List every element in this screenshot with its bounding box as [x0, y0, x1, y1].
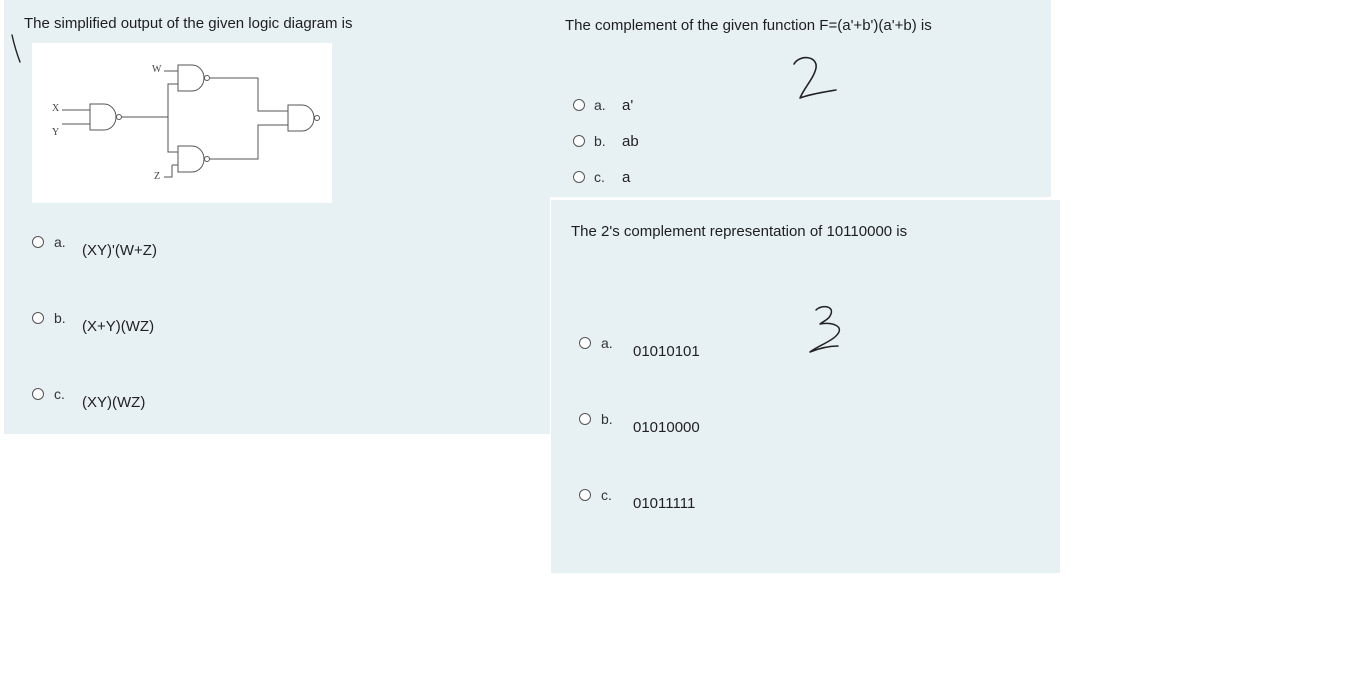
- nand-gate-z: [177, 145, 205, 173]
- q1-option-b-text[interactable]: (X+Y)(WZ): [82, 318, 155, 335]
- nand-gate-output-bubble: [314, 115, 320, 121]
- q1-option-a-text[interactable]: (XY)'(W+Z): [82, 242, 157, 259]
- question-1-text: The simplified output of the given logic…: [24, 15, 353, 32]
- input-label-w: W: [152, 64, 162, 75]
- nand-gate-xy-bubble: [116, 114, 122, 120]
- nand-gate-xy: [89, 103, 117, 131]
- q3-option-b-text[interactable]: 01010000: [633, 419, 700, 436]
- q2-option-c-letter: c.: [594, 169, 605, 185]
- nand-gate-output: [287, 104, 315, 132]
- handwritten-mark-2: [793, 56, 837, 99]
- q1-option-c-letter: c.: [54, 386, 65, 402]
- question-3-panel: [551, 199, 1060, 573]
- q2-option-b-text[interactable]: ab: [622, 133, 639, 150]
- q3-option-b-letter: b.: [601, 411, 613, 427]
- logic-diagram: W X Y Z: [32, 43, 332, 203]
- q2-option-c-text[interactable]: a: [622, 169, 631, 186]
- q3-option-a-radio[interactable]: [579, 337, 591, 349]
- handwritten-mark-1: [11, 34, 21, 63]
- q3-option-c-letter: c.: [601, 487, 612, 503]
- q2-option-a-radio[interactable]: [573, 99, 585, 111]
- diagram-wires: [62, 70, 288, 178]
- q1-option-c-text[interactable]: (XY)(WZ): [82, 394, 146, 411]
- q3-option-a-letter: a.: [601, 335, 613, 351]
- q1-option-c-radio[interactable]: [32, 388, 44, 400]
- input-label-x: X: [52, 103, 60, 114]
- nand-gate-w-bubble: [204, 75, 210, 81]
- input-label-y: Y: [52, 127, 59, 138]
- q1-option-a-radio[interactable]: [32, 236, 44, 248]
- q1-option-b-radio[interactable]: [32, 312, 44, 324]
- q2-option-a-letter: a.: [594, 97, 606, 113]
- q2-option-c-radio[interactable]: [573, 171, 585, 183]
- question-3-text: The 2's complement representation of 101…: [571, 223, 908, 240]
- nand-gate-z-bubble: [204, 156, 210, 162]
- q2-option-a-text[interactable]: a': [622, 97, 634, 114]
- q3-option-c-text[interactable]: 01011111: [633, 495, 696, 512]
- question-2-text: The complement of the given function F=(…: [565, 17, 932, 34]
- q1-option-a-letter: a.: [54, 234, 66, 250]
- q2-option-b-letter: b.: [594, 133, 606, 149]
- handwritten-mark-3: [809, 305, 841, 353]
- q3-option-a-text[interactable]: 01010101: [633, 343, 700, 360]
- q3-option-c-radio[interactable]: [579, 489, 591, 501]
- q1-option-b-letter: b.: [54, 310, 66, 326]
- input-label-z: Z: [154, 171, 160, 182]
- nand-gate-w: [177, 64, 205, 92]
- logic-diagram-svg: W X Y Z: [52, 64, 320, 182]
- q2-option-b-radio[interactable]: [573, 135, 585, 147]
- q3-option-b-radio[interactable]: [579, 413, 591, 425]
